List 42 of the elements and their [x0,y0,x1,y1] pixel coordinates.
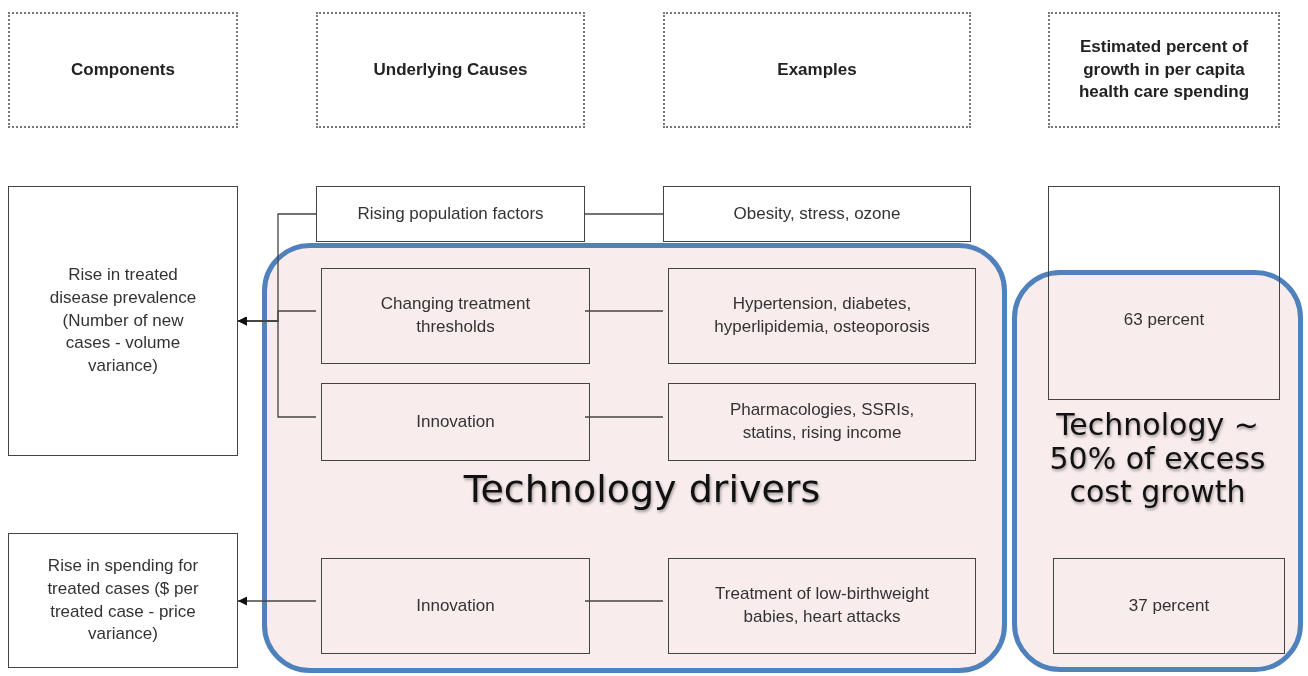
node-label: Innovation [416,410,495,433]
column-header: Components [71,58,175,81]
column-header-box [8,12,238,128]
column-header: Estimated percent of growth in per capita health care spending [1077,35,1250,104]
process-box [668,268,976,364]
arrow [237,596,317,606]
node-label: Treatment of low-birthweight babies, heart attacks [714,583,930,628]
node-label: Rising population factors [357,202,544,225]
column-header-box [316,12,585,128]
group-band [262,243,1007,673]
column-header: Underlying Causes [373,58,528,81]
process-box [321,268,590,364]
connector-line [584,213,664,215]
node-label: 63 percent [1123,309,1205,331]
column-header-box [1048,12,1280,128]
group-band [1012,270,1303,672]
process-box [321,558,590,654]
process-box [668,383,976,461]
process-box [8,533,238,668]
node-label: Changing treatment thresholds [379,293,532,338]
arrow [237,316,317,418]
node-label: 37 percent [1128,594,1210,617]
process-box [1048,186,1280,400]
connector-line [584,600,664,602]
band-label: Technology drivers [462,468,822,511]
band-label: Technology ~ 50% of excess cost growth [1048,408,1267,509]
node-label: Pharmacologies, SSRIs, statins, rising income [728,399,916,444]
node-label: Obesity, stress, ozone [733,202,901,225]
connector-line [584,310,664,312]
node-label: Innovation [416,594,495,617]
process-box [316,186,585,242]
process-box [8,186,238,456]
node-label: Rise in treated disease prevalence (Number of new cases - volume variance) [48,263,198,378]
process-box [1053,558,1285,654]
connector-line [584,416,664,418]
process-box [321,383,590,461]
node-label: Rise in spending for treated cases ($ per treated case - price variance) [46,554,200,646]
process-box [663,186,971,242]
process-box [668,558,976,654]
column-header: Examples [777,58,857,81]
column-header-box [663,12,971,128]
node-label: Hypertension, diabetes, hyperlipidemia, osteoporosis [713,293,931,338]
